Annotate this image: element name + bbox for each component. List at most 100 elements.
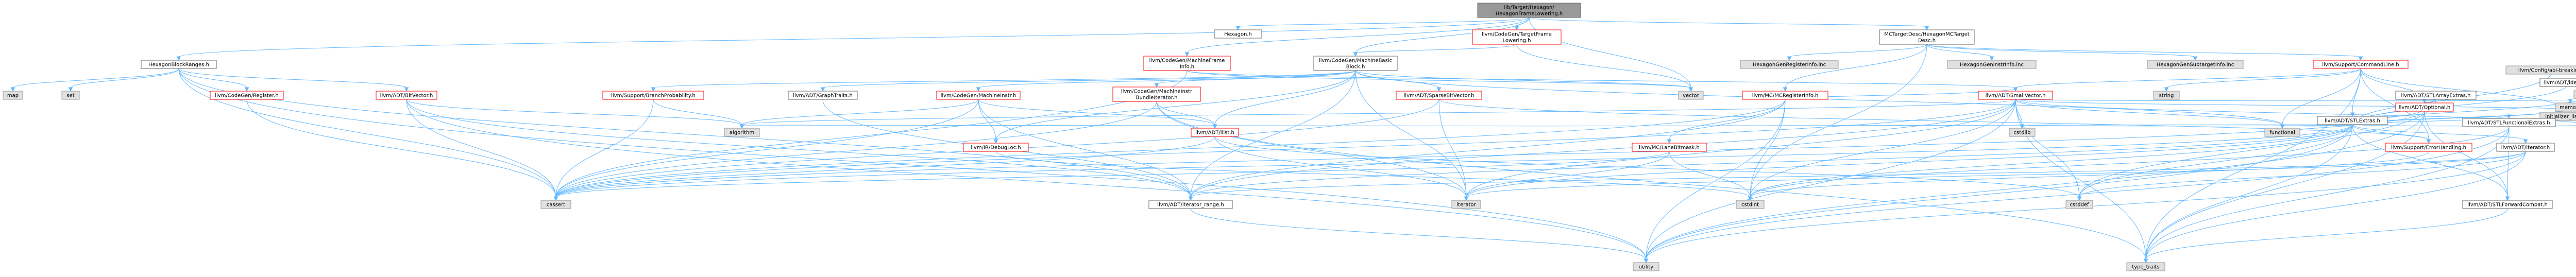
node-label: cstddef xyxy=(2070,202,2089,208)
edge-stlextras-to-iterator_h xyxy=(2352,124,2528,144)
edge-bitvector-to-algorithm xyxy=(406,99,744,129)
node-cmdline[interactable]: llvm/Support/CommandLine.h xyxy=(2313,60,2409,69)
edge-stlextras-to-cassert xyxy=(553,124,2353,201)
node-label: HexagonGenRegisterInfo.inc xyxy=(1753,62,1826,68)
node-mibi[interactable]: llvm/CodeGen/MachineInstrBundleIterator.… xyxy=(1112,86,1201,102)
node-box xyxy=(1477,3,1581,18)
edge-mi-to-ilist xyxy=(978,99,1217,129)
node-label: BundleIterator.h xyxy=(1136,95,1178,101)
edge-iterator_h-to-iter_range xyxy=(1188,151,2526,201)
node-hexagon-h[interactable]: Hexagon.h xyxy=(1214,29,1262,39)
node-box xyxy=(1451,200,1481,209)
node-label: llvm/Support/BranchProbability.h xyxy=(611,93,696,99)
node-box xyxy=(2395,102,2454,112)
node-box xyxy=(1396,91,1482,100)
node-box xyxy=(1214,29,1262,39)
edge-mbb-to-graphtraits xyxy=(820,70,1356,92)
edge-stlextras-to-functional xyxy=(2280,124,2353,129)
node-optional[interactable]: llvm/ADT/Optional.h xyxy=(2395,102,2454,112)
node-map: map xyxy=(3,91,23,100)
node-iter-range[interactable]: llvm/ADT/iterator_range.h xyxy=(1148,200,1233,209)
node-stlfunc[interactable]: llvm/ADT/STLFunctionalExtras.h xyxy=(2462,118,2556,127)
node-mi[interactable]: llvm/CodeGen/MachineInstr.h xyxy=(936,91,1021,100)
node-label: llvm/Support/CommandLine.h xyxy=(2322,62,2399,68)
node-bpp[interactable]: llvm/Support/BranchProbability.h xyxy=(602,91,704,100)
node-label: llvm/ADT/ilist.h xyxy=(1195,130,1234,136)
edge-stlextras-to-cstdlib xyxy=(2020,124,2353,129)
node-register[interactable]: llvm/CodeGen/Register.h xyxy=(210,91,284,100)
edge-mbb-to-bpp xyxy=(651,70,1356,92)
node-stlextras[interactable]: llvm/ADT/STLExtras.h xyxy=(2317,116,2388,125)
node-stlarray[interactable]: llvm/ADT/STLArrayExtras.h xyxy=(2395,91,2477,100)
node-set: set xyxy=(61,91,80,100)
edge-ilist-to-cassert xyxy=(553,136,1215,201)
node-label: HexagonGenInstrInfo.inc xyxy=(1960,62,2024,68)
node-box xyxy=(2385,143,2472,152)
node-smallvector[interactable]: llvm/ADT/SmallVector.h xyxy=(1978,91,2053,100)
node-box xyxy=(936,91,1021,100)
node-box xyxy=(1736,200,1765,209)
node-sbv[interactable]: llvm/ADT/SparseBitVector.h xyxy=(1396,91,1482,100)
edge-smallvector-to-iter_range xyxy=(1188,99,2016,201)
node-mcri[interactable]: llvm/MC/MCRegisterInfo.h xyxy=(1742,91,1828,100)
edge-mctd-to-instrinfo xyxy=(1926,44,1994,61)
node-box xyxy=(1879,29,1975,45)
edge-register-to-cassert xyxy=(246,99,558,201)
edge-mcri-to-lanebitmask xyxy=(1667,99,1786,144)
edge-hbr-to-set xyxy=(68,68,179,92)
node-label: iterator xyxy=(1456,202,1476,208)
header-nodes: lib/Target/Hexagon/HexagonFrameLowering.… xyxy=(3,3,2576,271)
edge-cmdline-to-initlist xyxy=(2360,68,2565,113)
node-label: llvm/ADT/SmallVector.h xyxy=(1986,93,2046,99)
node-cfgbreak: llvm/Config/abi-breaking.h xyxy=(2505,65,2576,75)
node-box xyxy=(1947,60,2037,69)
node-debugloc[interactable]: llvm/IR/DebugLoc.h xyxy=(963,143,1029,152)
node-identity[interactable]: llvm/ADT/identity.h xyxy=(2539,78,2576,87)
node-label: llvm/ADT/iterator_range.h xyxy=(1157,202,1224,208)
node-graphtraits[interactable]: llvm/ADT/GraphTraits.h xyxy=(788,91,858,100)
node-label: MCTargetDesc/HexagonMCTarget xyxy=(1884,32,1969,38)
edge-bitvector-to-cassert xyxy=(406,99,558,201)
node-label: llvm/ADT/iterator.h xyxy=(2501,145,2550,151)
node-box xyxy=(1740,60,1839,69)
edge-mbb-to-vector xyxy=(1355,70,1693,92)
node-errhandling[interactable]: llvm/Support/ErrorHandling.h xyxy=(2385,143,2472,152)
node-bitvector[interactable]: llvm/ADT/BitVector.h xyxy=(376,91,437,100)
node-fwdcompat[interactable]: llvm/ADT/STLForwardCompat.h xyxy=(2462,200,2553,209)
node-box xyxy=(2317,116,2388,125)
node-label: llvm/ADT/identity.h xyxy=(2544,80,2576,86)
node-box xyxy=(141,60,217,69)
node-functional: functional xyxy=(2264,128,2300,137)
node-root: lib/Target/Hexagon/HexagonFrameLowering.… xyxy=(1477,3,1581,18)
node-lanebitmask[interactable]: llvm/MC/LaneBitmask.h xyxy=(1632,143,1707,152)
node-box xyxy=(1313,56,1398,71)
node-label: set xyxy=(66,93,74,99)
node-iterator-h[interactable]: llvm/ADT/iterator.h xyxy=(2496,143,2555,152)
node-label: Hexagon.h xyxy=(1224,32,1252,38)
node-label: llvm/CodeGen/MachineInstr xyxy=(1121,89,1193,95)
node-label: llvm/CodeGen/MachineFrame xyxy=(1149,58,1225,64)
node-instrinfo: HexagonGenInstrInfo.inc xyxy=(1947,60,2037,69)
node-ilist[interactable]: llvm/ADT/ilist.h xyxy=(1191,128,1239,137)
edge-mctd-to-reginfo xyxy=(1787,44,1927,61)
node-label: memory xyxy=(2560,105,2576,111)
node-box xyxy=(2313,60,2409,69)
edge-cmdline-to-smallvector xyxy=(2013,68,2361,92)
node-label: string xyxy=(2159,93,2174,99)
node-label: Desc.h xyxy=(1918,38,1936,44)
node-label: initializer_list xyxy=(2545,114,2576,120)
edge-tfl-to-mbb xyxy=(1353,44,1517,57)
node-box xyxy=(963,143,1029,152)
node-label: llvm/CodeGen/MachineInstr.h xyxy=(941,93,1016,99)
node-hbr[interactable]: HexagonBlockRanges.h xyxy=(141,60,217,69)
node-label: llvm/Config/abi-breaking.h xyxy=(2518,68,2576,74)
edge-hbr-to-map xyxy=(10,68,179,92)
node-label: llvm/CodeGen/Register.h xyxy=(215,93,279,99)
edge-fwdcompat-to-type_traits xyxy=(2143,208,2508,264)
edge-root-to-mfi xyxy=(1184,17,1530,57)
